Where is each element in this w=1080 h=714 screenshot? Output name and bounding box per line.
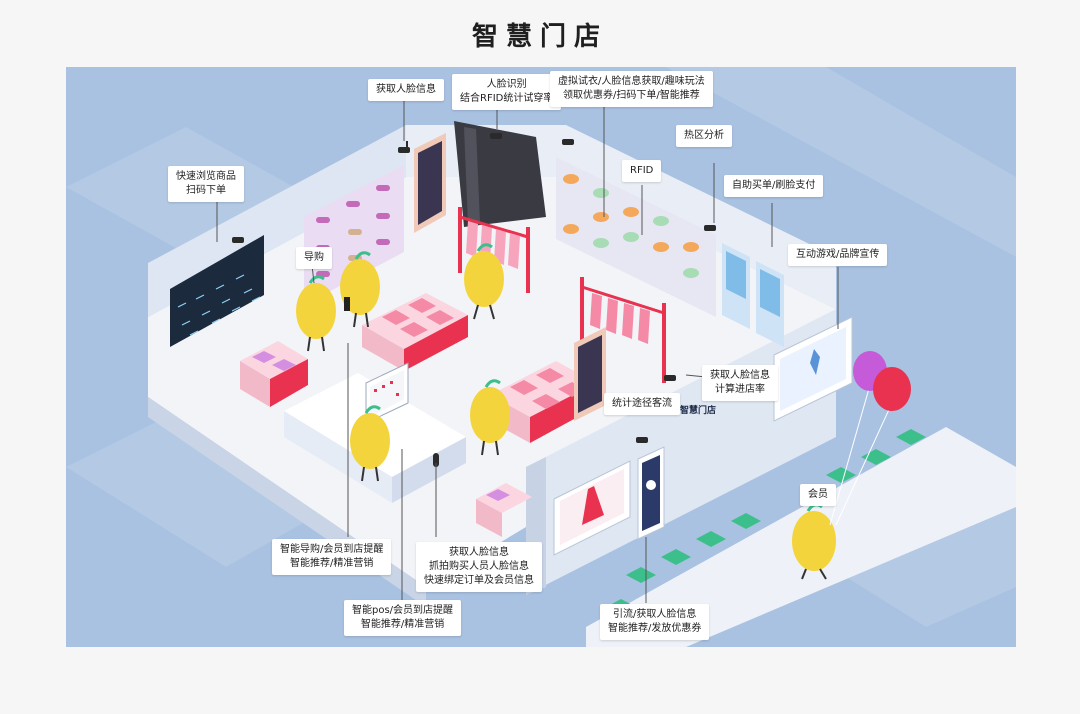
camera-icon <box>398 141 410 153</box>
mascot-shopper <box>464 243 504 320</box>
label-path: 统计途径客流 <box>604 393 680 415</box>
shoe-display <box>304 165 404 305</box>
left-tv-screen <box>170 235 264 347</box>
label-browse: 快速浏览商品扫码下单 <box>168 166 244 202</box>
label-face-entry: 获取人脸信息 <box>368 79 444 101</box>
label-virtual: 虚拟试衣/人脸信息获取/趣味玩法领取优惠券/扫码下单/智能推荐 <box>550 71 713 107</box>
label-member: 会员 <box>800 484 836 506</box>
label-entry-rate: 获取人脸信息计算进店率 <box>702 365 778 401</box>
camera-icon <box>704 225 716 231</box>
store-sign-text: 智慧门店 <box>680 404 716 416</box>
clothing-rack-front <box>580 277 666 383</box>
display-table-left <box>240 341 308 407</box>
camera-icon <box>636 437 648 443</box>
label-game: 互动游戏/品牌宣传 <box>788 244 888 266</box>
mascot-guide-left <box>296 275 336 352</box>
mascot-cashier <box>350 405 390 482</box>
store-svg: 智慧门店 <box>66 67 1016 647</box>
clothing-rack-back <box>458 207 530 293</box>
fitting-room <box>454 121 546 227</box>
self-pay-kiosks <box>722 243 784 347</box>
label-smart-guide: 智能导购/会员到店提醒智能推荐/精准营销 <box>272 539 392 575</box>
leader-lines <box>216 97 839 603</box>
label-traffic: 引流/获取人脸信息智能推荐/发放优惠券 <box>600 604 710 640</box>
mascot-browser <box>470 379 510 456</box>
balloons <box>829 351 911 526</box>
camera-icon <box>232 237 244 243</box>
camera-icons <box>232 133 716 443</box>
label-selfpay: 自助买单/刷脸支付 <box>724 175 824 197</box>
vertical-ad-screen <box>637 446 665 540</box>
magic-mirror-front <box>574 327 606 421</box>
display-table-center <box>362 293 468 371</box>
label-guide: 导购 <box>296 247 332 269</box>
store-illustration: 智慧门店 <box>66 67 1016 647</box>
balloon-red <box>873 367 911 411</box>
display-table-front <box>476 483 532 537</box>
label-pos: 智能pos/会员到店提醒智能推荐/精准营销 <box>344 600 462 636</box>
camera-icon <box>490 133 502 139</box>
page-title: 智慧门店 <box>471 22 608 52</box>
label-heat: 热区分析 <box>676 125 732 147</box>
camera-icon <box>664 375 676 381</box>
mascot-guide-right <box>340 251 380 328</box>
label-fitting: 人脸识别结合RFID统计试穿率 <box>452 74 562 110</box>
dress-screen <box>553 460 631 556</box>
hat-shelf <box>556 157 716 317</box>
label-rfid: RFID <box>622 160 662 182</box>
label-capture: 获取人脸信息抓拍购买人员人脸信息快速绑定订单及会员信息 <box>416 542 542 592</box>
camera-icon <box>562 139 574 145</box>
magic-mirror-back <box>414 133 446 233</box>
